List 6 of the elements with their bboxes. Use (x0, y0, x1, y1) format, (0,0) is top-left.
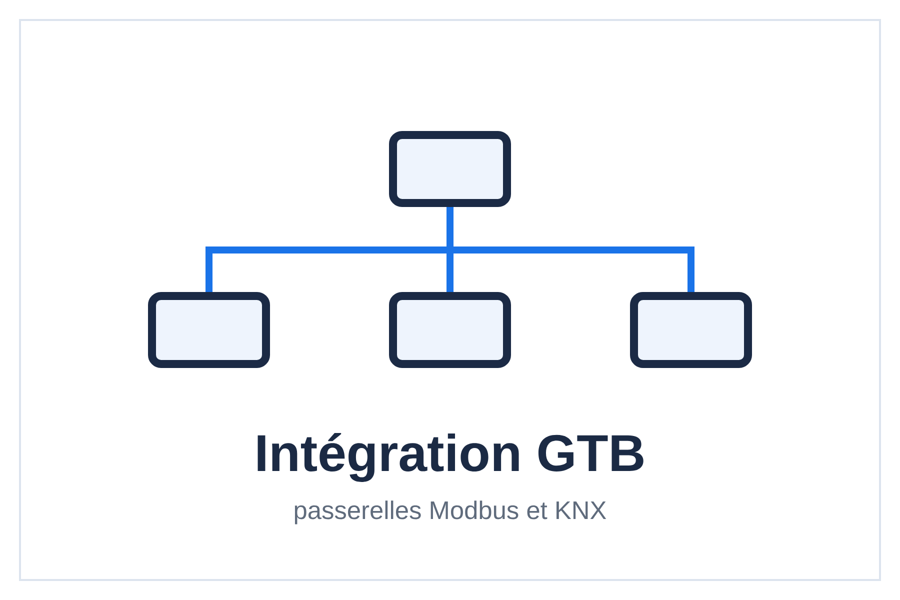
rounded-box (148, 292, 270, 368)
title: Intégration GTB (258, 433, 644, 482)
subtitle: passerelles Modbus et KNX (294, 500, 606, 524)
rounded-box (389, 292, 511, 368)
rounded-box (389, 131, 511, 207)
rounded-box (630, 292, 752, 368)
